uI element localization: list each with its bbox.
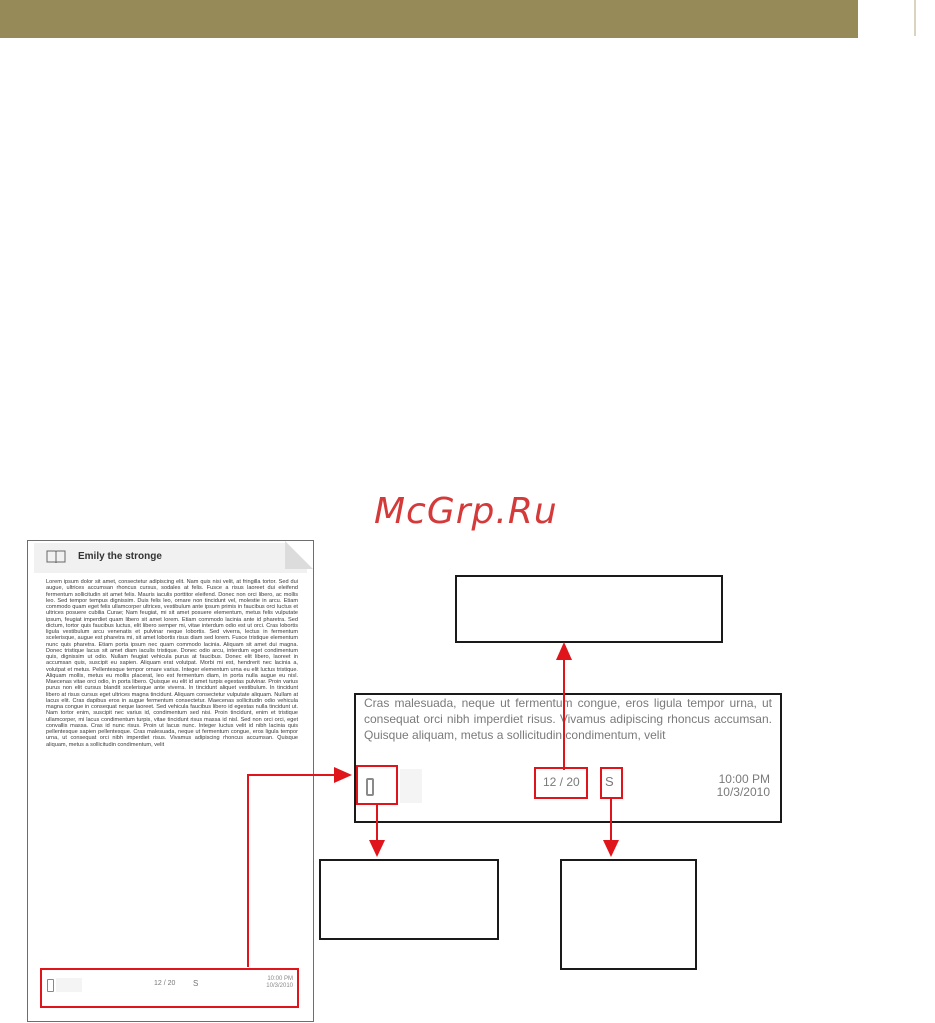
book-icon <box>46 550 66 564</box>
magnified-status-bar: Cras malesuada, neque ut fermentum congu… <box>354 693 782 823</box>
page-edge-mark <box>914 0 916 36</box>
header-bar <box>0 0 858 38</box>
battery-level-bar <box>400 769 422 803</box>
clock: 10:00 PM 10/3/2010 <box>717 773 770 799</box>
battery-icon <box>366 778 374 796</box>
zoom-status-row: 12 / 20 S 10:00 PM 10/3/2010 <box>356 761 780 805</box>
clock-date: 10/3/2010 <box>266 983 293 989</box>
callout-battery <box>319 859 499 940</box>
sync-highlight: S <box>600 767 623 799</box>
reader-header: Emily the stronge <box>34 543 307 573</box>
page-number: 12 / 20 <box>543 775 580 789</box>
callout-sync <box>560 859 697 970</box>
book-title: Emily the stronge <box>78 551 162 562</box>
arrowhead-up <box>556 642 572 660</box>
ereader-page: Emily the stronge Lorem ipsum dolor sit … <box>27 540 314 1022</box>
clock-time: 10:00 PM <box>718 772 770 786</box>
sync-indicator: S <box>193 979 199 988</box>
clock: 10:00 PM 10/3/2010 <box>266 976 293 990</box>
arrowhead-right <box>334 767 352 783</box>
arrowhead-down-right <box>603 840 619 857</box>
page-turn-corner[interactable] <box>285 541 313 569</box>
clock-date: 10/3/2010 <box>716 785 770 799</box>
watermark: McGrp.Ru <box>374 491 558 532</box>
sync-indicator: S <box>605 774 614 789</box>
book-text: Lorem ipsum dolor sit amet, consectetur … <box>46 579 298 748</box>
battery-icon <box>47 979 54 992</box>
page-number: 12 / 20 <box>154 980 176 987</box>
clock-time: 10:00 PM <box>267 976 293 982</box>
zoom-book-text: Cras malesuada, neque ut fermentum congu… <box>364 696 772 742</box>
arrowhead-down-left <box>369 840 385 857</box>
callout-page-number <box>455 575 723 643</box>
status-bar-highlight: 12 / 20 S 10:00 PM 10/3/2010 <box>40 968 299 1008</box>
battery-level-bar <box>56 978 82 992</box>
battery-highlight <box>356 765 398 805</box>
page-number-highlight: 12 / 20 <box>534 767 588 799</box>
